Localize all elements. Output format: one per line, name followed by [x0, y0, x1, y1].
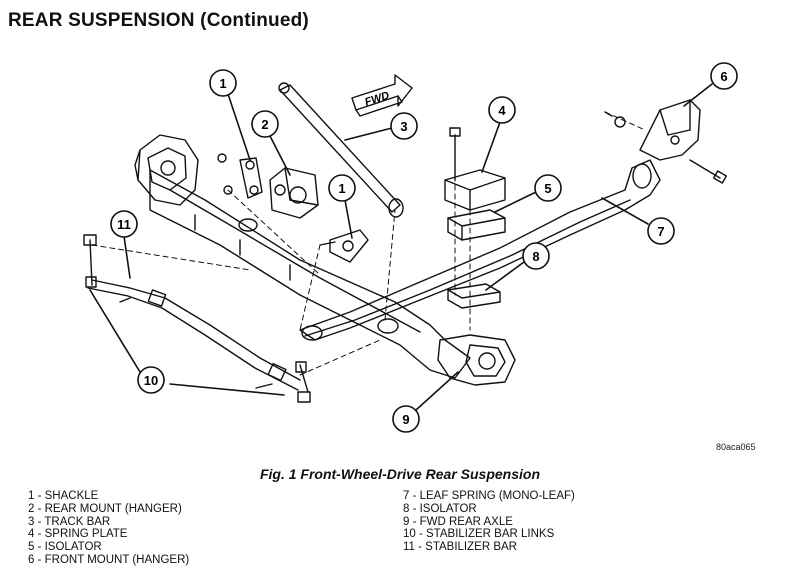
page-corner-mark: -	[616, 0, 620, 5]
page-title: REAR SUSPENSION (Continued)	[8, 10, 309, 31]
legend-item: 6 - FRONT MOUNT (HANGER)	[28, 553, 190, 566]
upper-isolator	[447, 209, 506, 241]
legend-item: 7 - LEAF SPRING (MONO-LEAF)	[403, 490, 575, 502]
legend-item: 9 - FWD REAR AXLE	[403, 515, 513, 528]
legend-item: 1 - SHACKLE	[28, 490, 99, 502]
callout-9-label: 9	[402, 412, 409, 427]
callout-9	[392, 405, 420, 433]
callout-4	[488, 96, 516, 124]
callout-2-label: 2	[261, 117, 268, 132]
callout-7	[647, 217, 675, 245]
legend-item: 4 - SPRING PLATE	[28, 528, 128, 541]
rear-axle-beam	[149, 169, 471, 379]
callout-1-upper	[209, 69, 237, 97]
shackle-lower	[319, 229, 369, 263]
callout-5-label: 5	[544, 181, 551, 196]
shackle-upper	[217, 153, 263, 199]
legend-item: 10 - STABILIZER BAR LINKS	[403, 528, 555, 541]
callout-6	[710, 62, 738, 90]
fwd-arrow	[351, 74, 413, 117]
legend-item: 3 - TRACK BAR	[28, 515, 111, 528]
callout-7-label: 7	[657, 224, 664, 239]
callout-2	[251, 110, 279, 138]
callout-3-label: 3	[400, 119, 407, 134]
rear-mount-hanger	[269, 167, 319, 219]
callout-11	[110, 210, 138, 238]
callout-1-lower	[328, 174, 356, 202]
figure-caption: Fig. 1 Front-Wheel-Drive Rear Suspension	[259, 466, 541, 482]
callout-8	[522, 242, 550, 270]
suspension-diagram: FWD 1 2 3 1 4 5 6 7 8 11 10 9	[83, 62, 738, 433]
front-mount-hanger	[604, 99, 728, 184]
legend-item: 8 - ISOLATOR	[403, 502, 477, 515]
legend-item: 5 - ISOLATOR	[28, 541, 102, 554]
legend-right: 7 - LEAF SPRING (MONO-LEAF) 8 - ISOLATOR…	[403, 490, 575, 554]
callout-3	[390, 112, 418, 140]
callout-10-label: 10	[144, 373, 158, 388]
stabilizer-bar-links	[83, 234, 311, 403]
callout-1-upper-label: 1	[219, 76, 226, 91]
spring-plate	[444, 127, 506, 211]
callout-1-lower-label: 1	[338, 181, 345, 196]
left-hub-plate	[134, 134, 199, 206]
track-bar	[278, 82, 404, 218]
legend-item: 11 - STABILIZER BAR	[403, 541, 517, 554]
legend-left: 1 - SHACKLE 2 - REAR MOUNT (HANGER) 3 - …	[28, 490, 189, 567]
lower-isolator	[447, 283, 501, 309]
right-hub-plate	[437, 334, 516, 386]
figure-code: 80aca065	[716, 442, 756, 452]
callout-6-label: 6	[720, 69, 727, 84]
callout-4-label: 4	[498, 103, 506, 118]
callout-8-label: 8	[532, 249, 539, 264]
callout-10	[137, 366, 165, 394]
callout-5	[534, 174, 562, 202]
callout-11-label: 11	[117, 217, 131, 232]
stabilizer-bar	[87, 279, 301, 391]
legend-item: 2 - REAR MOUNT (HANGER)	[28, 502, 182, 515]
